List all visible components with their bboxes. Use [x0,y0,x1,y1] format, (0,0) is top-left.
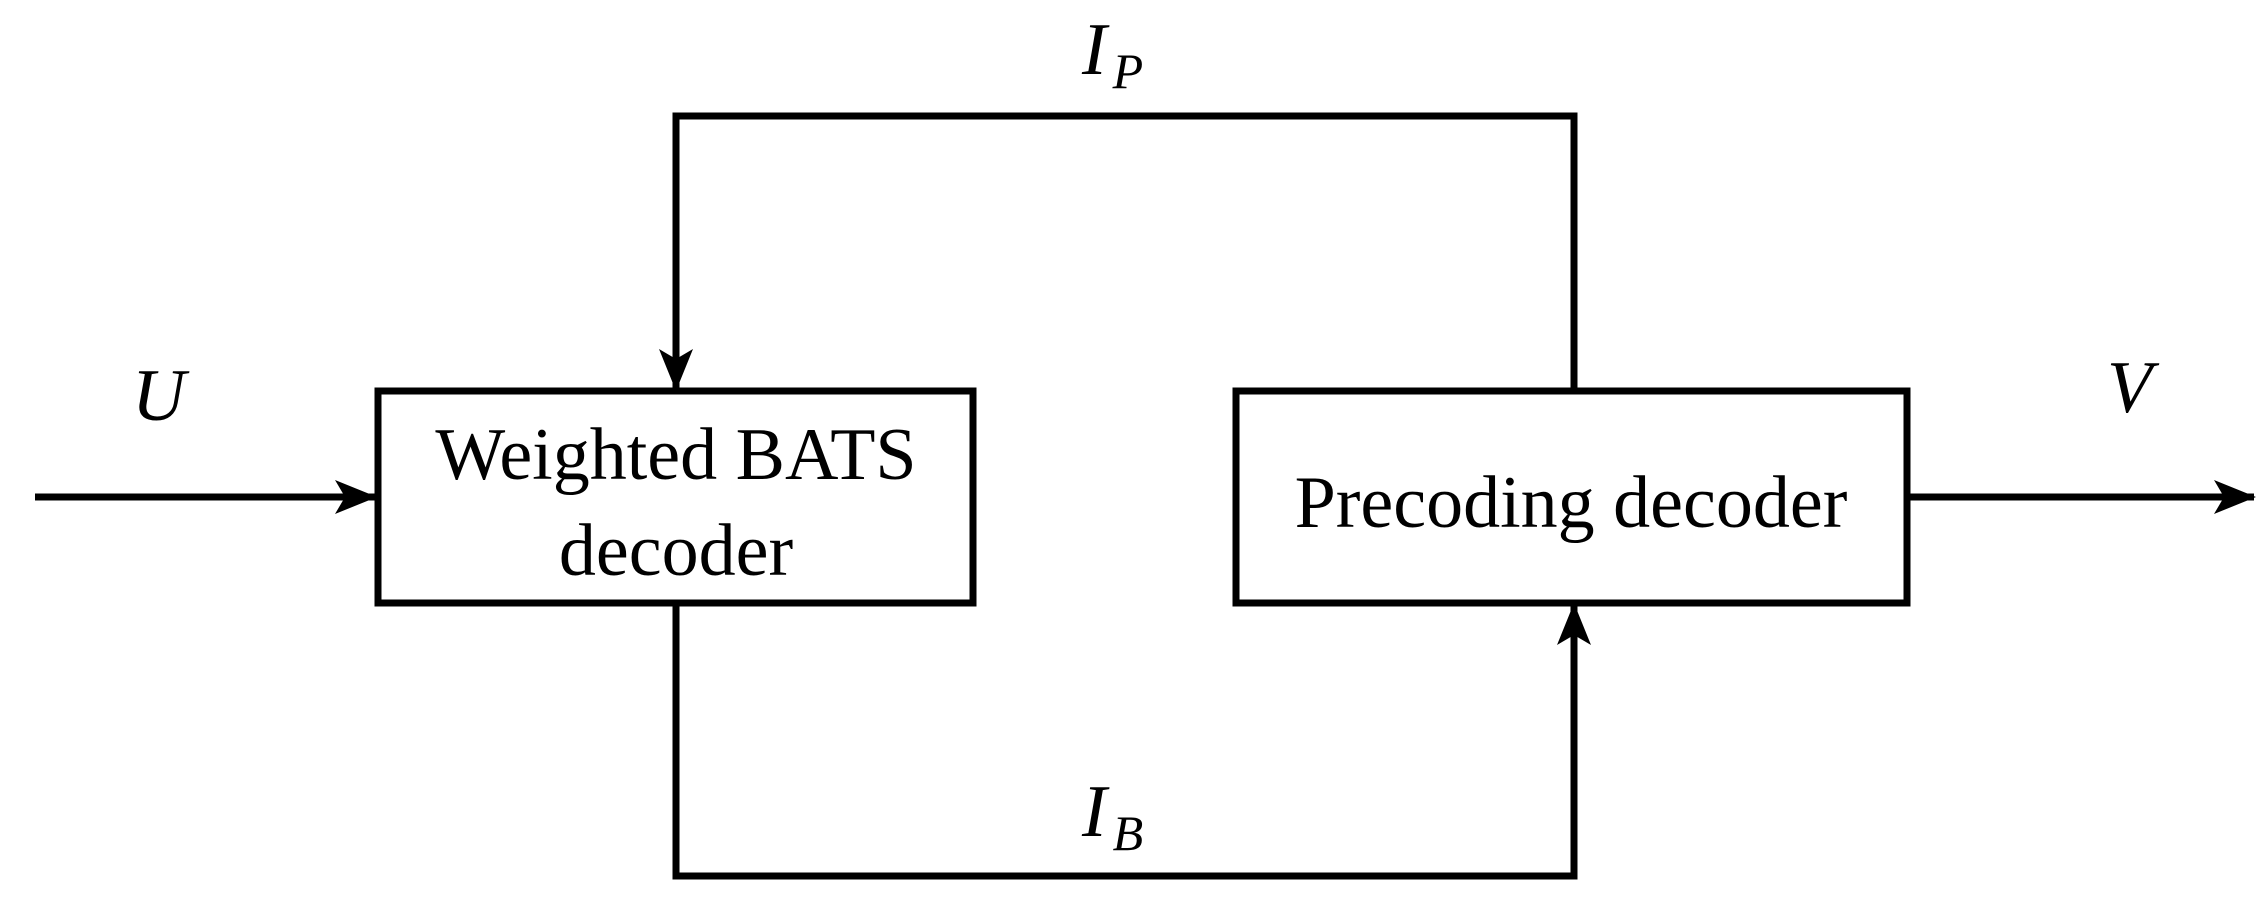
bats-decoder-label-line2: decoder [559,510,793,592]
top-signal-subscript: P [1112,43,1144,99]
top-signal-symbol: I [1081,9,1110,91]
precoding-decoder-label: Precoding decoder [1295,462,1848,544]
input-label: U [132,355,190,437]
feedback-path-bottom [672,603,1591,880]
bats-decoder-label-line1: Weighted BATS [435,414,916,496]
output-label: V [2107,347,2160,429]
bottom-signal-symbol: I [1081,771,1110,853]
bottom-signal-subscript: B [1113,805,1144,861]
feedback-path-top [659,112,1578,391]
